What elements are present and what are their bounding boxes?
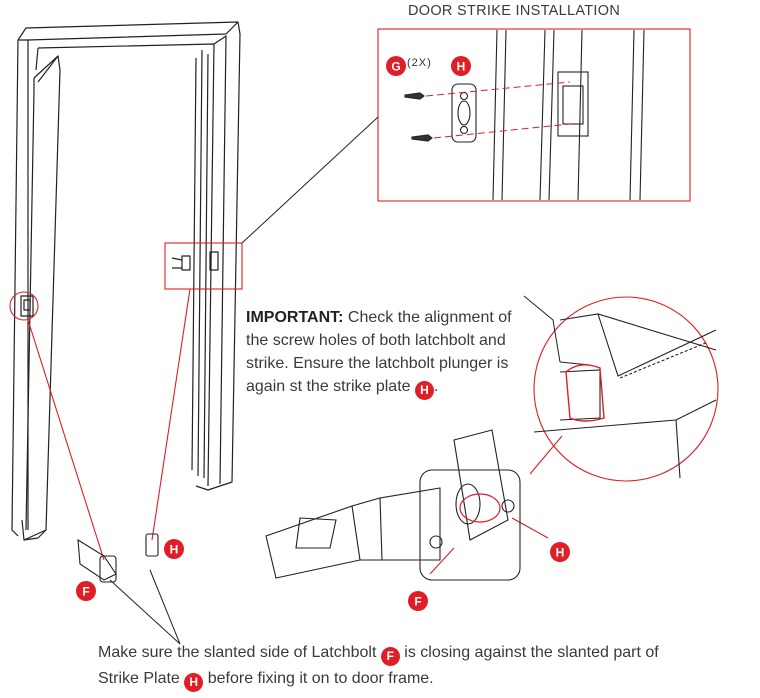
important-note: IMPORTANT: Check the alignment of the sc…	[246, 306, 536, 400]
latchbolt-assembly	[265, 505, 361, 579]
badge-f-bottom: F	[380, 647, 400, 666]
important-heading: IMPORTANT:	[246, 309, 344, 326]
page-title: DOOR STRIKE INSTALLATION	[408, 3, 621, 19]
svg-text:H: H	[457, 60, 466, 74]
svg-text:G: G	[391, 60, 400, 74]
important-end: .	[434, 378, 439, 395]
badge-h-bottom: H	[184, 673, 204, 692]
inset-quantity: (2X)	[407, 57, 432, 69]
badge-h-large: H	[550, 542, 570, 562]
badge-g-inset: G	[386, 56, 406, 76]
inset-strike-plate	[451, 83, 477, 143]
bottom-text-3: before fixing it on to door frame.	[207, 670, 434, 687]
strike-callout-box	[164, 242, 243, 290]
inset-frame	[377, 28, 691, 202]
bottom-instruction: Make sure the slanted side of Latchbolt …	[98, 640, 698, 692]
svg-text:H: H	[556, 546, 565, 560]
bottom-text-2: is closing against the slanted part of S…	[98, 644, 659, 687]
door-frame-outer	[17, 21, 241, 491]
door-slab	[21, 55, 61, 541]
badge-h-small: H	[164, 539, 184, 559]
bottom-text-1: Make sure the slanted side of Latchbolt	[98, 644, 377, 661]
door-latch	[20, 295, 34, 317]
svg-text:F: F	[414, 595, 421, 609]
badge-h-inset: H	[451, 56, 471, 76]
badge-h-note: H	[415, 381, 434, 400]
badge-f-small: F	[76, 581, 96, 601]
svg-text:H: H	[170, 543, 179, 557]
important-text: Check the alignment of the screw holes o…	[246, 309, 512, 395]
badge-f-large: F	[408, 591, 428, 611]
door-latch-callout-circle	[9, 291, 39, 321]
svg-text:F: F	[82, 585, 89, 599]
detail-circle	[533, 296, 719, 482]
